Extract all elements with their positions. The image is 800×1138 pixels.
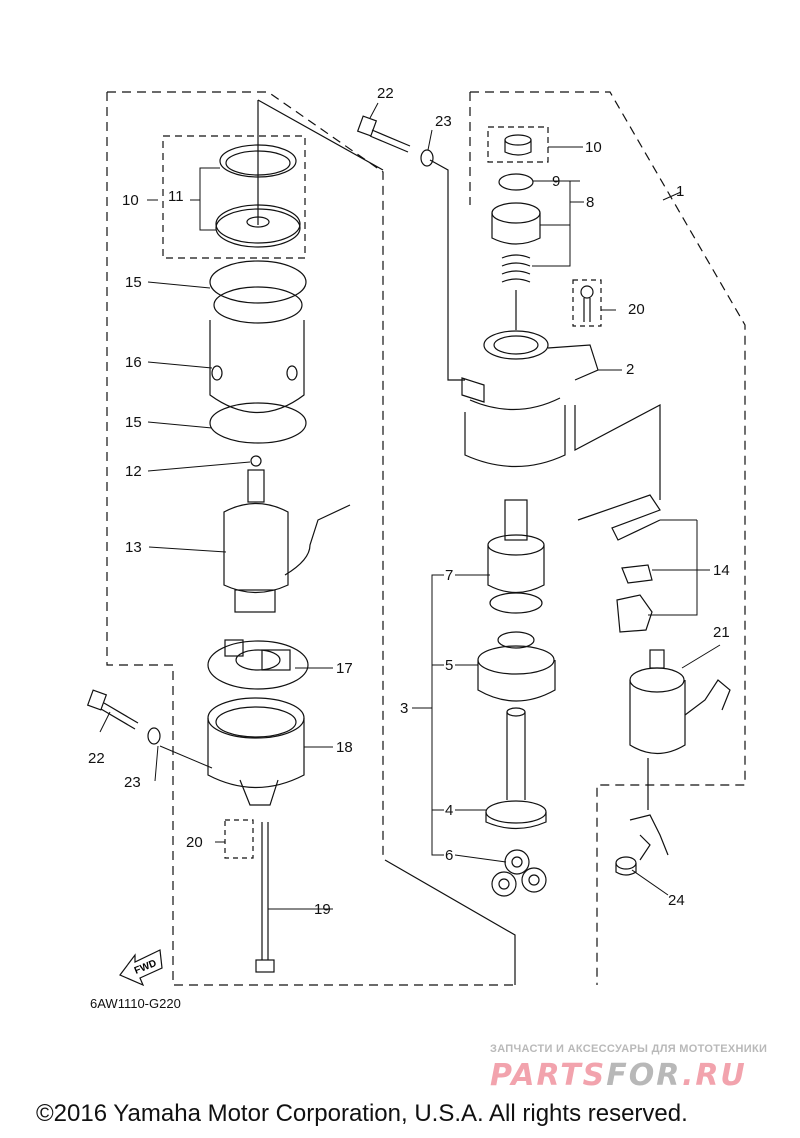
part-9-collar <box>498 173 534 191</box>
left-assembly-boundary <box>106 91 515 986</box>
part-7-shaft <box>487 499 545 614</box>
part-13-armature <box>223 469 351 613</box>
callout-12[interactable]: 12 <box>125 463 142 480</box>
part-4-gear-shaft <box>485 707 547 830</box>
callout-14[interactable]: 14 <box>713 562 730 579</box>
part-22-bolt-top <box>356 115 411 153</box>
watermark-subtitle: ЗАПЧАСТИ И АКСЕССУАРЫ ДЛЯ МОТОТЕХНИКИ <box>490 1043 768 1055</box>
callout-4[interactable]: 4 <box>445 802 453 819</box>
callout-5[interactable]: 5 <box>445 657 453 674</box>
callout-13[interactable]: 13 <box>125 539 142 556</box>
part-24-nut <box>615 814 669 876</box>
callout-7[interactable]: 7 <box>445 567 453 584</box>
watermark-logo-part2: FOR <box>606 1058 682 1093</box>
callout-17[interactable]: 17 <box>336 660 353 677</box>
callout-18[interactable]: 18 <box>336 739 353 756</box>
screw-20-box-top <box>572 279 602 327</box>
part-23-washer-bottom <box>147 727 161 745</box>
part-11-seal <box>215 144 301 248</box>
callout-22-bottom[interactable]: 22 <box>88 750 105 767</box>
part-19-through-bolt <box>255 822 275 973</box>
part-17-brush-holder <box>207 639 309 690</box>
part-12-ball <box>250 455 262 467</box>
callout-2[interactable]: 2 <box>626 361 634 378</box>
callout-15-top[interactable]: 15 <box>125 274 142 291</box>
fwd-arrow-icon <box>119 949 163 987</box>
part-5-clutch <box>477 631 556 702</box>
callout-23-bottom[interactable]: 23 <box>124 774 141 791</box>
guide-line <box>574 404 661 500</box>
callout-9[interactable]: 9 <box>552 173 560 190</box>
part-2-front-bracket <box>461 330 599 468</box>
callout-16[interactable]: 16 <box>125 354 142 371</box>
callout-8[interactable]: 8 <box>586 194 594 211</box>
right-assembly-boundary <box>469 91 746 985</box>
callout-10-right[interactable]: 10 <box>585 139 602 156</box>
callout-24[interactable]: 24 <box>668 892 685 909</box>
watermark-logo-part1: PARTS <box>490 1058 607 1093</box>
part-20-screw-top <box>580 285 594 322</box>
callout-20-top[interactable]: 20 <box>628 301 645 318</box>
callout-11[interactable]: 11 <box>168 188 184 205</box>
drawing-code: 6AW1110-G220 <box>90 996 181 1011</box>
leader-lines <box>99 102 721 910</box>
callout-19[interactable]: 19 <box>314 901 331 918</box>
part-15-oring-top <box>209 260 307 304</box>
part-16-housing <box>209 286 305 413</box>
callout-20-bottom[interactable]: 20 <box>186 834 203 851</box>
copyright-notice: ©2016 Yamaha Motor Corporation, U.S.A. A… <box>36 1100 688 1127</box>
callout-15-bottom[interactable]: 15 <box>125 414 142 431</box>
center-line <box>257 99 516 985</box>
callout-3[interactable]: 3 <box>400 700 408 717</box>
callout-6[interactable]: 6 <box>445 847 453 864</box>
part-18-end-cover <box>207 697 305 806</box>
kit-10-box-right <box>487 126 549 163</box>
part-15-oring-bottom <box>209 402 307 444</box>
screw-20-box-bottom <box>224 819 254 859</box>
part-22-bolt-bottom <box>86 689 139 730</box>
watermark-logo: PARTSFOR.RU <box>490 1058 747 1093</box>
part-10-cap <box>504 134 532 156</box>
callout-10-left[interactable]: 10 <box>122 192 139 209</box>
part-8-spring <box>501 254 531 283</box>
callout-22-top[interactable]: 22 <box>377 85 394 102</box>
part-23-washer-top <box>420 149 434 167</box>
part-6-planet-gears <box>491 849 547 897</box>
part-8-pinion-gear <box>491 202 541 245</box>
callout-1[interactable]: 1 <box>676 183 684 200</box>
part-21-relay <box>629 649 731 810</box>
callout-23-top[interactable]: 23 <box>435 113 452 130</box>
watermark-logo-part3: .RU <box>681 1058 747 1093</box>
callout-21[interactable]: 21 <box>713 624 730 641</box>
part-14-brush-kit <box>577 494 661 633</box>
